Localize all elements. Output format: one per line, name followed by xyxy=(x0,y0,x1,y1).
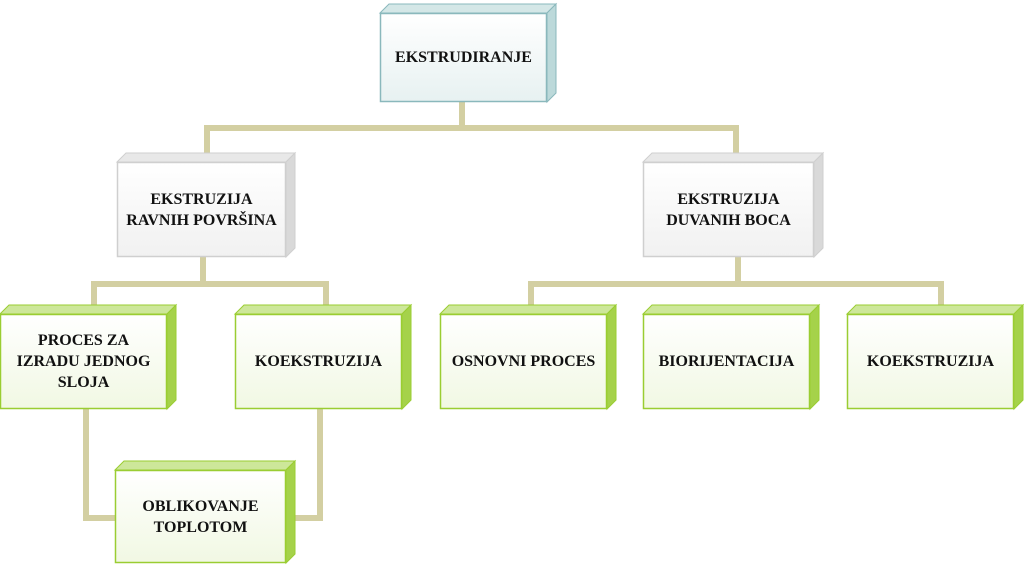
box-top-face xyxy=(641,304,821,315)
connector-coextrusion-to-thermoforming xyxy=(292,407,323,521)
connector-flat-children-bar xyxy=(91,281,329,306)
connector-branch-bar-top xyxy=(204,125,739,153)
box-shape xyxy=(0,303,178,411)
box-top-face xyxy=(438,304,618,315)
node-label: KOEKSTRUZIJA xyxy=(254,353,383,370)
node-label: PROCES ZA IZRADU JEDNOG SLOJA xyxy=(16,332,151,391)
box-top-face xyxy=(113,460,297,471)
box-shape xyxy=(641,151,825,259)
box-side-face xyxy=(546,2,557,104)
node-label: KOEKSTRUZIJA xyxy=(866,353,995,370)
node-label: OBLIKOVANJE TOPLOTOM xyxy=(142,497,259,536)
box-shape xyxy=(233,303,413,411)
box-shape xyxy=(641,303,821,411)
node-ekstruzija-duvanih-boca: EKSTRUZIJA DUVANIH BOCA xyxy=(641,151,825,259)
box-shape xyxy=(845,303,1024,411)
node-label: BIORIJENTACIJA xyxy=(658,353,795,370)
box-side-face xyxy=(1013,303,1024,411)
node-koekstruzija-duvane: KOEKSTRUZIJA xyxy=(845,303,1024,411)
box-side-face xyxy=(285,459,296,565)
box-front-face xyxy=(439,313,608,410)
box-shape xyxy=(438,303,618,411)
box-side-face xyxy=(285,151,296,259)
box-shape xyxy=(113,459,297,565)
box-top-face xyxy=(641,152,825,163)
box-shape xyxy=(115,151,297,259)
node-label: OSNOVNI PROCES xyxy=(451,353,596,370)
node-label: EKSTRUDIRANJE xyxy=(395,49,532,66)
box-top-face xyxy=(115,152,297,163)
box-side-face xyxy=(809,303,820,411)
node-koekstruzija-ravne: KOEKSTRUZIJA xyxy=(233,303,413,411)
box-front-face xyxy=(0,313,168,410)
connector-single-layer-to-thermoforming xyxy=(83,407,117,521)
box-front-face xyxy=(642,313,811,410)
node-osnovni-proces: OSNOVNI PROCES xyxy=(438,303,618,411)
node-ekstrudiranje: EKSTRUDIRANJE xyxy=(378,2,558,104)
box-side-face xyxy=(401,303,412,411)
node-biorijentacija: BIORIJENTACIJA xyxy=(641,303,821,411)
box-front-face xyxy=(116,161,287,258)
box-front-face xyxy=(234,313,403,410)
node-ekstruzija-ravnih-povrsina: EKSTRUZIJA RAVNIH POVRŠINA xyxy=(115,151,297,259)
node-label: EKSTRUZIJA RAVNIH POVRŠINA xyxy=(126,190,277,229)
box-front-face xyxy=(846,313,1015,410)
box-shape xyxy=(378,2,558,104)
box-top-face xyxy=(378,3,558,14)
box-side-face xyxy=(606,303,617,411)
box-top-face xyxy=(0,304,178,315)
box-side-face xyxy=(166,303,177,411)
node-proces-za-izradu-jednog-sloja: PROCES ZA IZRADU JEDNOG SLOJA xyxy=(0,303,178,411)
box-side-face xyxy=(813,151,824,259)
box-top-face xyxy=(233,304,413,315)
box-front-face xyxy=(379,12,548,103)
box-front-face xyxy=(642,161,815,258)
box-front-face xyxy=(114,469,287,564)
box-top-face xyxy=(845,304,1024,315)
node-oblikovanje-toplotom: OBLIKOVANJE TOPLOTOM xyxy=(113,459,297,565)
node-label: EKSTRUZIJA DUVANIH BOCA xyxy=(666,190,791,229)
connector-blown-children-bar xyxy=(528,281,944,306)
